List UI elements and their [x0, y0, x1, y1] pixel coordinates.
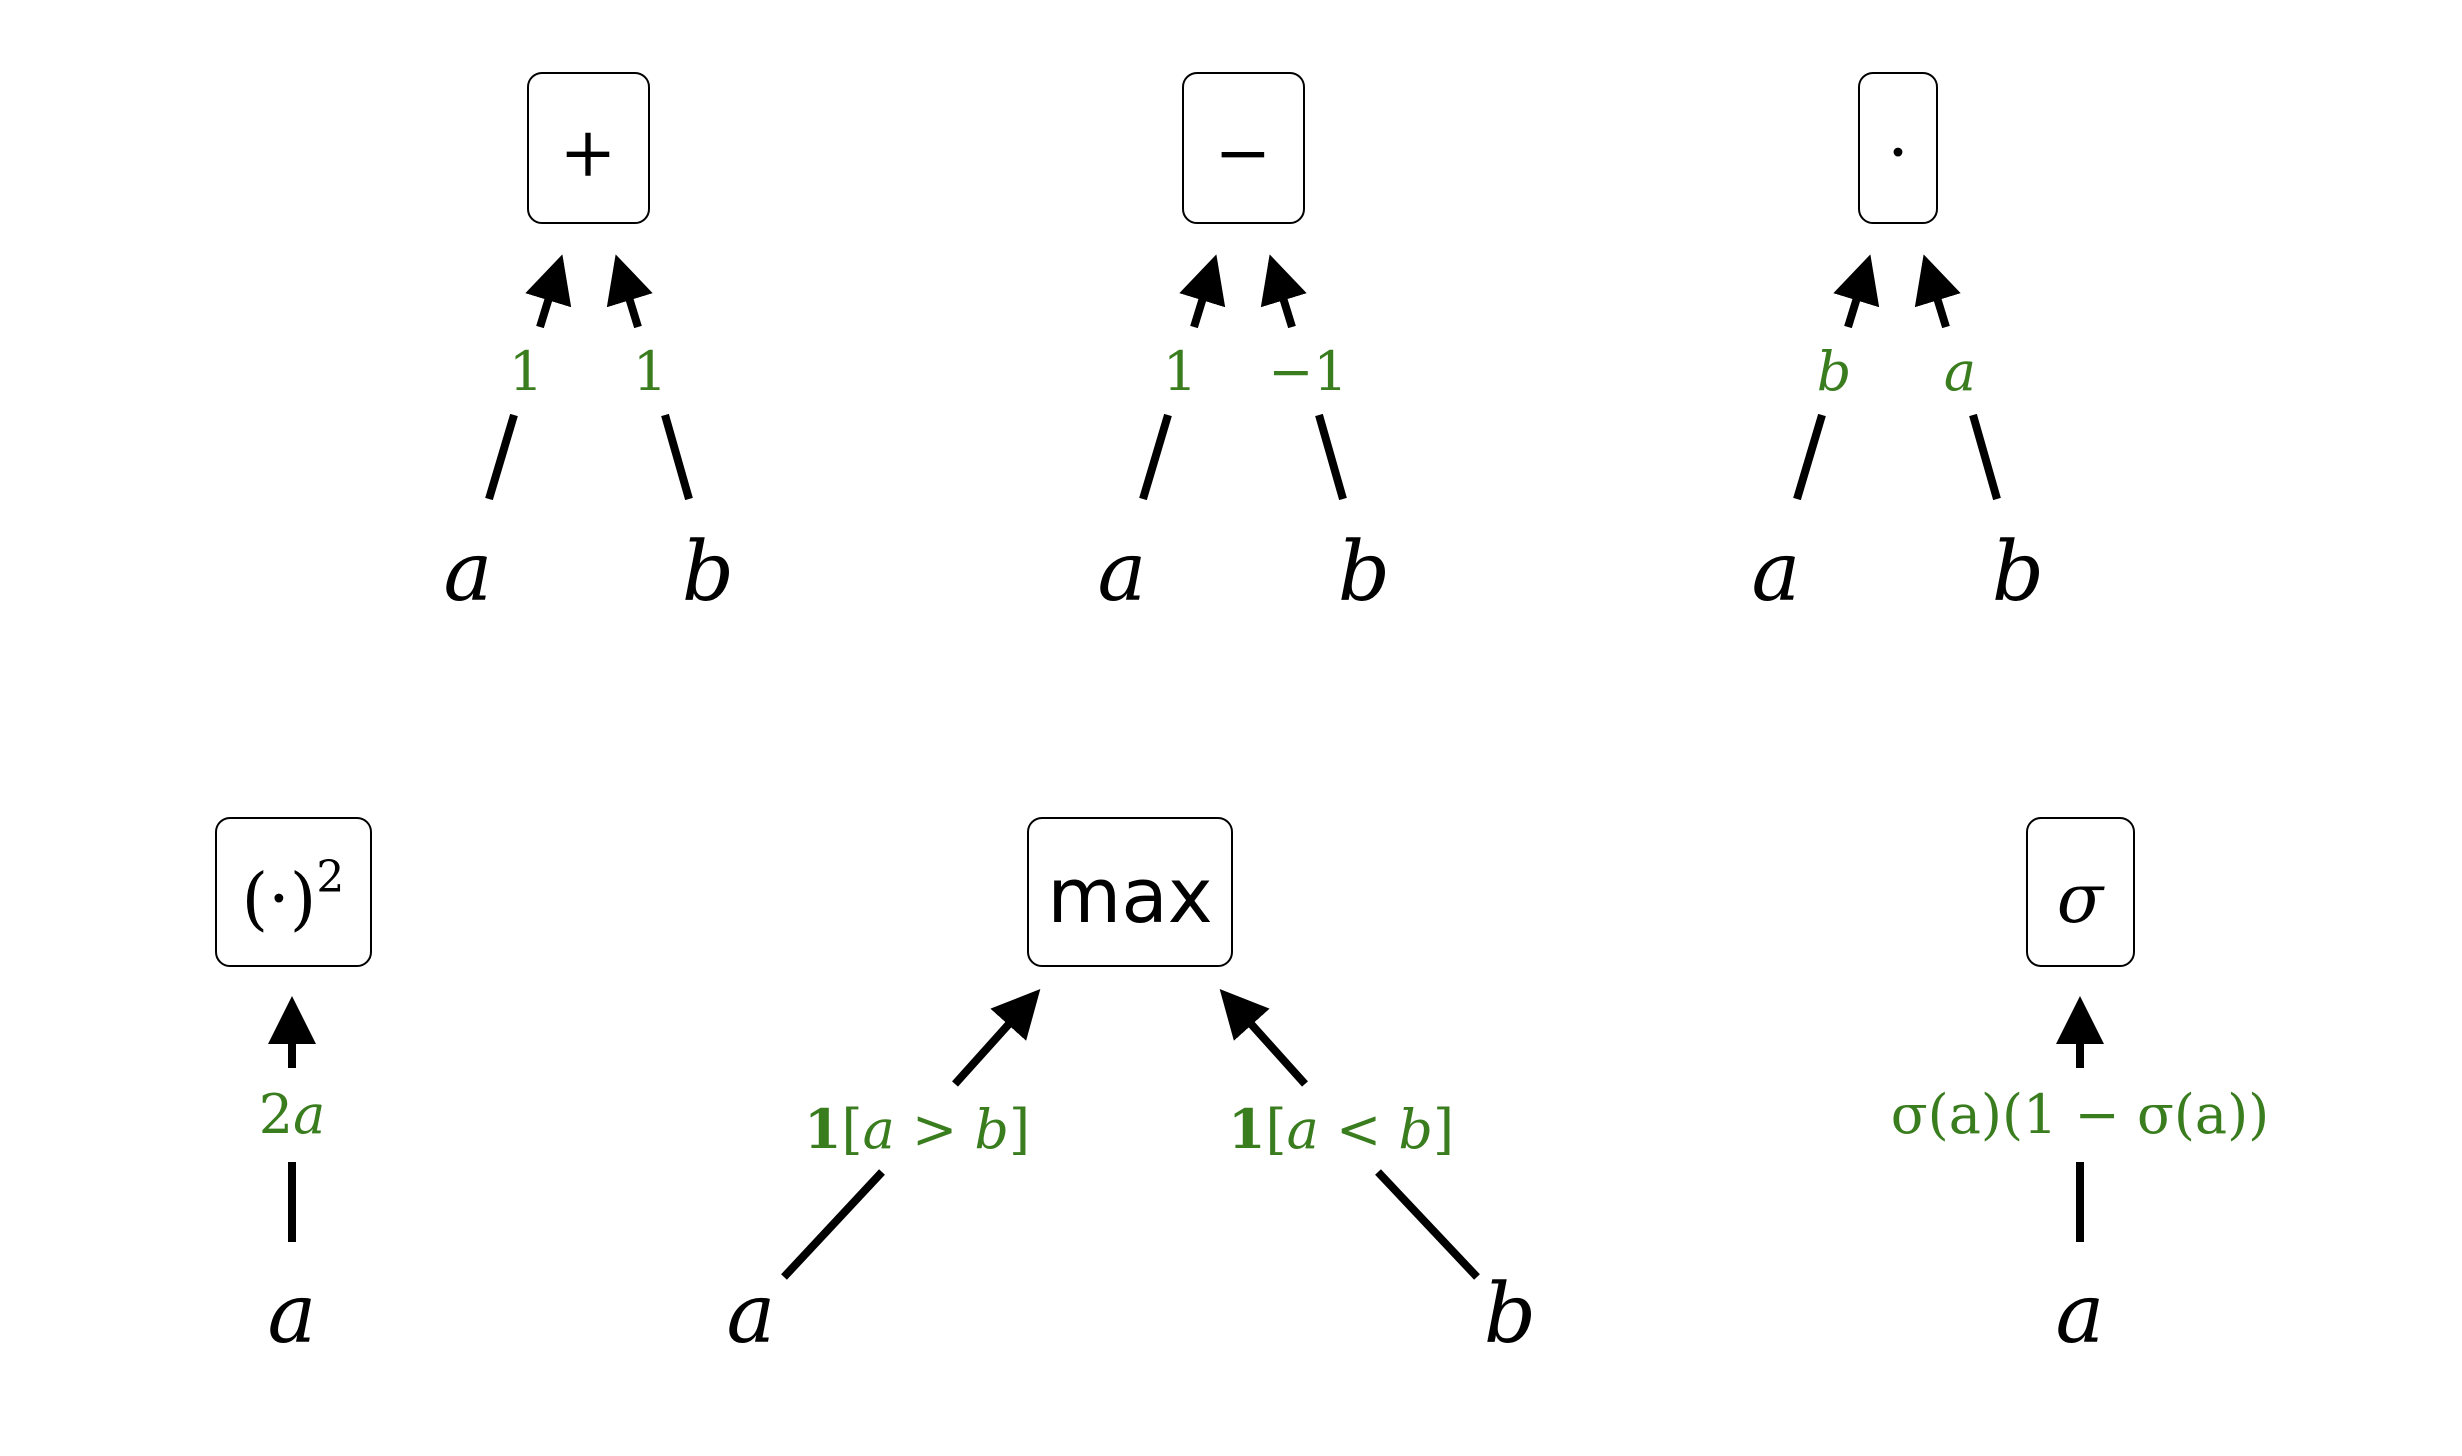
add-diagram: + 1 1 a b	[444, 72, 735, 620]
mul-diagram: · b a a b	[1752, 72, 2045, 620]
add-node	[527, 72, 650, 224]
mul-gradient-a: b	[1817, 340, 1852, 403]
max-node	[1027, 817, 1233, 967]
max-gradient-a: 1[a > b]	[804, 1097, 1030, 1161]
add-edge-a-lower	[485, 413, 518, 501]
mul-edge-a-lower	[1793, 413, 1826, 501]
max-input-b: b	[1484, 1267, 1537, 1362]
mul-gradient-b: a	[1944, 340, 1976, 403]
sigmoid-node	[2026, 817, 2135, 967]
max-input-a: a	[727, 1267, 776, 1362]
max-edge-b-upper	[1219, 989, 1308, 1087]
add-edge-a-upper	[525, 254, 572, 329]
max-edge-a-upper	[952, 989, 1041, 1087]
square-node	[215, 817, 372, 967]
mul-edge-a-upper	[1833, 254, 1880, 329]
sub-operator: −	[1215, 114, 1272, 193]
max-operator: max	[1047, 851, 1213, 940]
mul-operator: ·	[1887, 114, 1909, 193]
square-exponent: 2	[316, 852, 344, 903]
sigmoid-diagram: σ σ(a)(1 − σ(a)) a	[1891, 817, 2269, 1362]
square-input-a: a	[268, 1267, 317, 1362]
sigmoid-input-a: a	[2056, 1267, 2105, 1362]
mul-edge-b-upper	[1914, 254, 1961, 329]
add-gradient-b: 1	[633, 340, 667, 403]
sub-edge-b-lower	[1315, 413, 1347, 501]
sub-edge-b-upper	[1260, 254, 1307, 329]
max-edge-b-lower	[1375, 1169, 1480, 1280]
sub-input-b: b	[1338, 525, 1391, 620]
max-edge-a-lower	[781, 1169, 885, 1280]
mul-input-a: a	[1752, 525, 1801, 620]
mul-edge-b-lower	[1969, 413, 2001, 501]
square-gradient: 2a	[259, 1083, 326, 1146]
sub-input-a: a	[1098, 525, 1147, 620]
mul-node	[1858, 72, 1938, 224]
sub-gradient-b: −1	[1268, 340, 1348, 403]
add-gradient-a: 1	[509, 340, 543, 403]
max-diagram: max 1[a > b] 1[a < b] a b	[727, 817, 1537, 1362]
sub-edge-a-lower	[1139, 413, 1172, 501]
add-edge-b-lower	[661, 413, 693, 501]
sigmoid-gradient: σ(a)(1 − σ(a))	[1891, 1083, 2269, 1146]
max-gradient-b: 1[a < b]	[1228, 1097, 1454, 1161]
sub-diagram: − 1 −1 a b	[1098, 72, 1391, 620]
square-diagram: (·)2 2a a	[215, 817, 372, 1362]
sub-edge-a-upper	[1179, 254, 1226, 329]
add-input-b: b	[682, 525, 735, 620]
mul-input-b: b	[1992, 525, 2045, 620]
add-edge-b-upper	[606, 254, 653, 329]
add-operator: +	[560, 114, 617, 193]
sub-node	[1182, 72, 1305, 224]
sub-gradient-a: 1	[1163, 340, 1197, 403]
sigmoid-operator: σ	[2057, 860, 2105, 939]
add-input-a: a	[444, 525, 493, 620]
square-operator: (·)2	[242, 852, 345, 939]
